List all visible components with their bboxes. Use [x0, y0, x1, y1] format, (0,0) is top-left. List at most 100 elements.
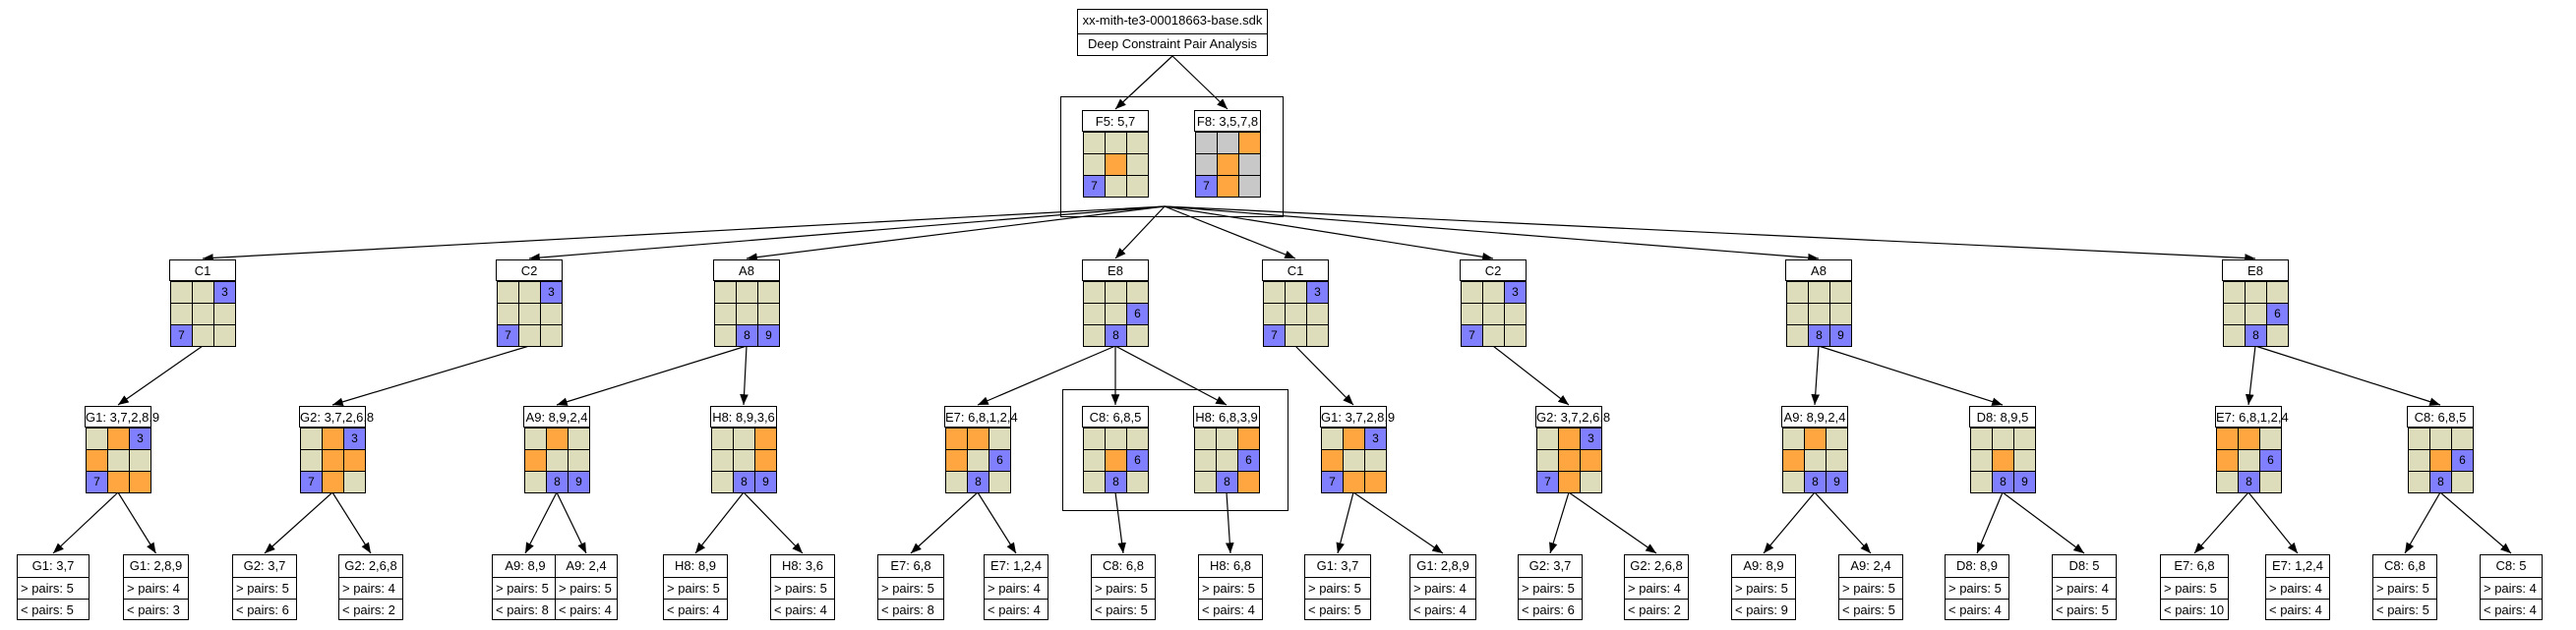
leaf-title: C8: 5 — [2495, 558, 2527, 573]
grid-cell — [2013, 428, 2036, 450]
tree-edge — [556, 345, 748, 406]
grid-cell — [1482, 303, 1505, 325]
tree-edge — [1164, 205, 1820, 262]
grid-cell — [1126, 471, 1149, 493]
grid-cell — [1321, 428, 1344, 450]
leaf-node: E7: 6,8> pairs: 5< pairs: 10 — [2160, 554, 2229, 620]
grid-cell — [2408, 449, 2430, 472]
grid-cell — [1105, 303, 1127, 325]
tree-edge — [2404, 491, 2441, 554]
grid-cell — [1461, 303, 1483, 325]
less-pairs: < pairs: 5 — [1839, 599, 1902, 619]
block-grid: 7 — [1195, 132, 1261, 198]
leaf-title: E7: 6,8 — [2174, 558, 2215, 573]
grid-cell: 8 — [733, 471, 755, 493]
grid-cell — [714, 281, 737, 304]
leaf-title: D8: 5 — [2068, 558, 2100, 573]
grid-cell: 3 — [343, 428, 366, 450]
grid-cell: 3 — [1504, 281, 1527, 304]
less-pairs: < pairs: 10 — [2161, 599, 2228, 619]
leaf-node: A9: 8,9> pairs: 5< pairs: 9 — [1731, 554, 1796, 620]
grid-cell: 8 — [967, 471, 989, 493]
grid-cell: 3 — [1364, 428, 1387, 450]
tree-edge — [524, 491, 558, 554]
grid-cell: 6 — [1126, 303, 1149, 325]
less-pairs: < pairs: 5 — [1092, 599, 1155, 619]
grid-cell — [1126, 175, 1149, 198]
grid-cell — [1216, 428, 1238, 450]
grid-cell — [497, 281, 519, 304]
grid-cell: 6 — [988, 449, 1011, 472]
leaf-title: C8: 6,8 — [1103, 558, 1144, 573]
grid-cell — [2223, 303, 2246, 325]
node-label: H8: 8,9,3,6 — [710, 406, 777, 428]
node-label: A8 — [1785, 259, 1852, 281]
grid-cell — [129, 471, 151, 493]
tree-edge — [694, 491, 745, 554]
tree-edge — [1352, 491, 1444, 554]
tree-edge — [1164, 205, 2256, 262]
grid-cell — [714, 303, 737, 325]
node-label: C2 — [496, 259, 563, 281]
grid-cell: 6 — [1237, 449, 1260, 472]
grid-cell — [1217, 153, 1239, 176]
tree-edge — [2245, 345, 2256, 406]
grid-cell — [1083, 471, 1106, 493]
tree-edge — [117, 345, 204, 406]
grid-cell — [300, 449, 323, 472]
grid-cell — [2266, 324, 2289, 347]
grid-cell: 8 — [546, 471, 569, 493]
grid-cell — [497, 303, 519, 325]
grid-cell — [1238, 153, 1261, 176]
grid-cell — [1105, 449, 1127, 472]
grid-cell — [1126, 132, 1149, 154]
leaf-title: H8: 8,9 — [675, 558, 716, 573]
grid-cell — [2408, 471, 2430, 493]
greater-pairs: > pairs: 5 — [18, 577, 89, 600]
grid-cell: 8 — [1992, 471, 2014, 493]
grid-cell — [2451, 428, 2474, 450]
grid-cell — [2245, 281, 2267, 304]
grid-cell — [107, 471, 130, 493]
grid-cell: 7 — [1195, 175, 1218, 198]
less-pairs: < pairs: 5 — [18, 599, 89, 619]
grid-cell — [945, 449, 968, 472]
less-pairs: < pairs: 3 — [124, 599, 188, 619]
grid-cell: 3 — [540, 281, 563, 304]
leaf-title: E7: 1,2,4 — [2271, 558, 2324, 573]
leaf-title: E7: 1,2,4 — [989, 558, 1043, 573]
leaf-title: A9: 8,9 — [505, 558, 546, 573]
grid-cell: 7 — [86, 471, 108, 493]
grid-cell — [524, 449, 547, 472]
grid-cell — [540, 303, 563, 325]
grid-cell — [1364, 449, 1387, 472]
tree-edge — [1763, 491, 1816, 554]
grid-cell — [1263, 281, 1286, 304]
greater-pairs: > pairs: 5 — [233, 577, 296, 600]
leaf-node: G2: 2,6,8> pairs: 4< pairs: 2 — [1624, 554, 1689, 620]
tree-edge — [556, 491, 587, 554]
grid-cell — [1126, 428, 1149, 450]
grid-cell — [170, 281, 193, 304]
tree-edge — [910, 491, 979, 554]
grid-cell — [711, 449, 734, 472]
grid-cell: 7 — [1461, 324, 1483, 347]
grid-cell — [1970, 471, 1993, 493]
grid-cell — [1970, 428, 1993, 450]
leaf-node: A9: 8,9> pairs: 5< pairs: 8 — [492, 554, 559, 620]
